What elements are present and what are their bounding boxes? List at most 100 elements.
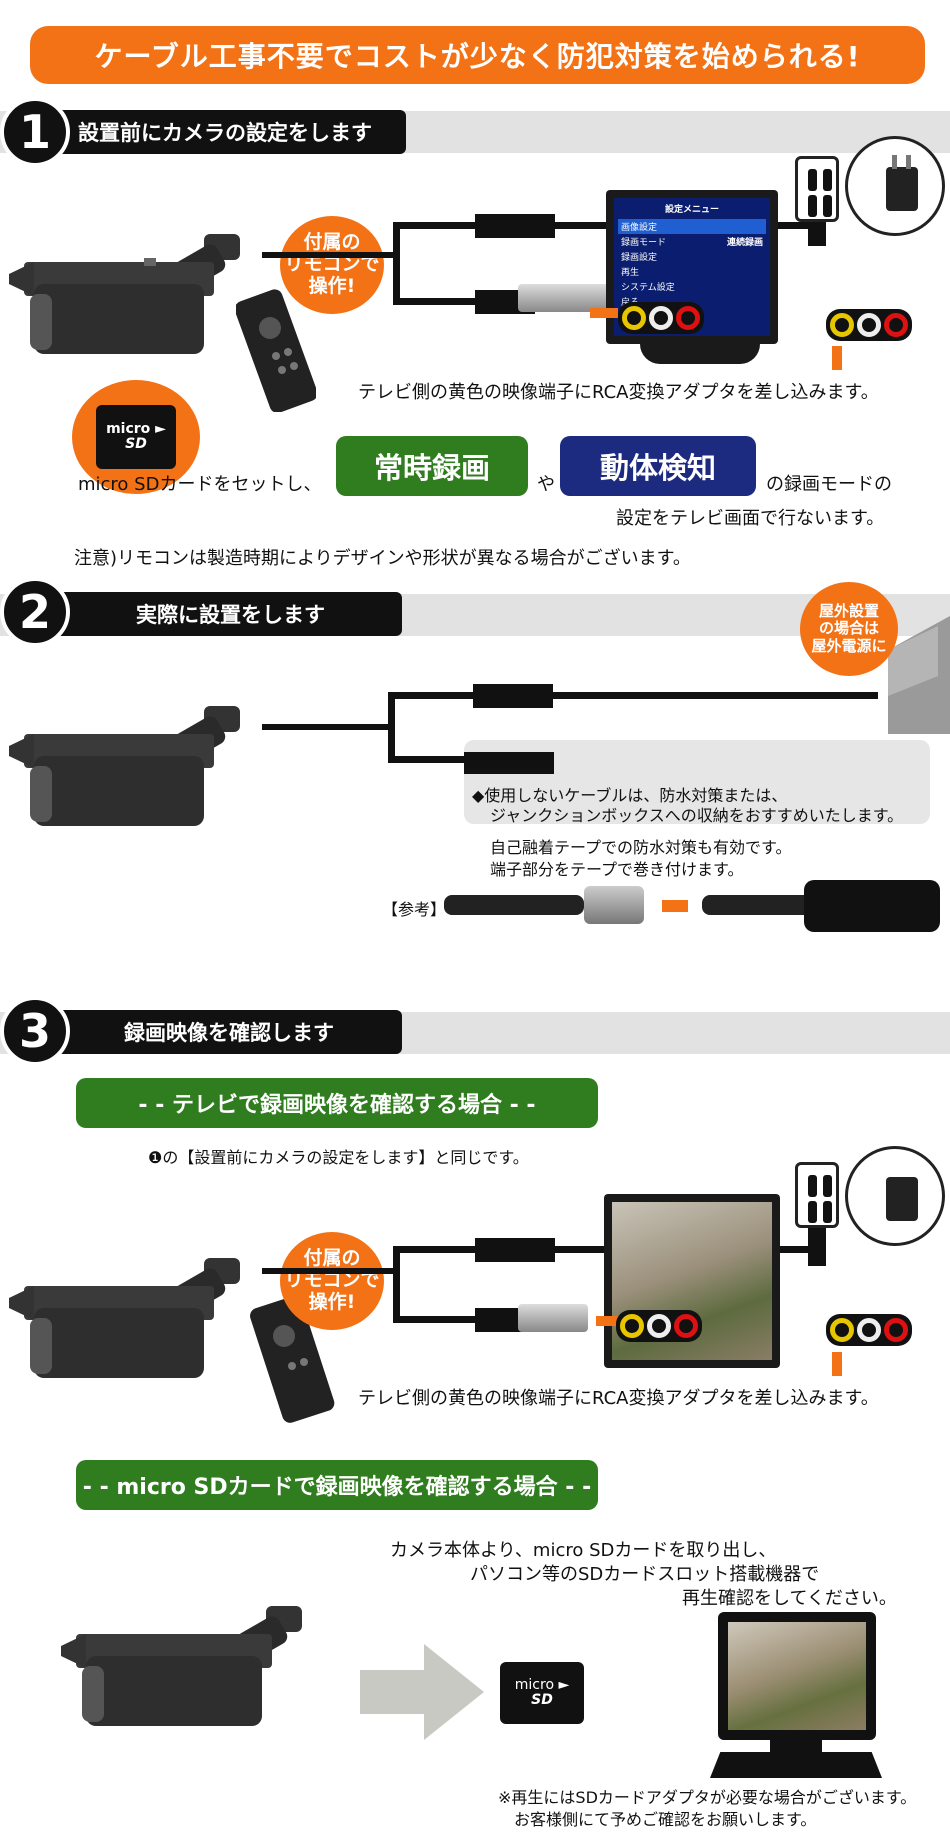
step2-number: 2 xyxy=(0,577,70,647)
bnc-connector xyxy=(584,886,644,924)
outdoor-bubble: 屋外設置の場合は屋外電源に xyxy=(800,582,898,676)
step2-title: 実際に設置をします xyxy=(14,592,402,636)
rca-note: テレビ側の黄色の映像端子にRCA変換アダプタを差し込みます。 xyxy=(358,1388,879,1409)
bubble-line: 付属の xyxy=(303,1247,361,1270)
sd-instruction: パソコン等のSDカードスロット搭載機器で xyxy=(470,1564,820,1585)
step1-title: 設置前にカメラの設定をします xyxy=(14,110,406,154)
camera-image xyxy=(9,1258,240,1378)
micro-sd-card-icon: micro ►SD xyxy=(500,1662,584,1724)
tape-note: 端子部分をテープで巻き付けます。 xyxy=(490,860,744,879)
cable xyxy=(393,298,518,305)
bubble-line: 屋外電源に xyxy=(811,636,887,655)
micro-sd-card-icon: micro ►SD xyxy=(96,405,176,469)
ac-adapter-icon xyxy=(845,136,945,236)
cable xyxy=(393,1246,400,1322)
rca-note: テレビ側の黄色の映像端子にRCA変換アダプタを差し込みます。 xyxy=(358,382,879,403)
camera-image xyxy=(9,706,240,826)
sd-label: SD xyxy=(531,1692,553,1708)
cable-illustration xyxy=(702,895,812,915)
cable xyxy=(262,724,392,730)
tv-stand xyxy=(640,344,760,364)
power-plug xyxy=(808,1220,826,1266)
step3-title-text: 録画映像を確認します xyxy=(124,1021,334,1045)
menu-item: システム設定 xyxy=(621,283,675,293)
rca-jacks-detail xyxy=(826,309,912,341)
menu-item: 録画モード xyxy=(621,238,667,248)
cable xyxy=(758,222,814,229)
pc-screen-footage xyxy=(728,1622,866,1730)
bubble-line: 屋外設置 xyxy=(818,602,879,621)
cable xyxy=(388,756,468,763)
bnc-adapter xyxy=(518,1304,588,1332)
bubble-line: 操作! xyxy=(308,1290,356,1313)
tv-case-header: - - テレビで録画映像を確認する場合 - - xyxy=(76,1078,598,1128)
mode-text: の録画モードの xyxy=(766,474,892,495)
sd-label: micro ► xyxy=(106,420,166,437)
step3-title: 録画映像を確認します xyxy=(14,1010,402,1054)
footnote: ※再生にはSDカードアダプタが必要な場合がございます。 xyxy=(498,1788,917,1807)
cable xyxy=(388,692,395,762)
outdoor-junction-box xyxy=(888,616,950,734)
menu-item: 録画設定 xyxy=(621,253,658,263)
sd-case-header: - - micro SDカードで録画映像を確認する場合 - - xyxy=(76,1460,598,1510)
remote-bubble: 付属のリモコンで操作! xyxy=(280,1232,384,1330)
camera-image xyxy=(61,1606,302,1726)
mode-continuous: 常時録画 xyxy=(336,436,528,496)
camera-image xyxy=(9,234,240,354)
cable-note: ◆使用しないケーブルは、防水対策または、 xyxy=(472,786,788,805)
pc-monitor xyxy=(718,1612,876,1740)
step1-number: 1 xyxy=(0,97,70,167)
rca-jacks xyxy=(618,302,704,334)
bubble-line: リモコンで xyxy=(284,253,380,276)
sd-instruction: カメラ本体より、micro SDカードを取り出し、 xyxy=(390,1540,777,1561)
menu-item: 再生 xyxy=(621,268,640,278)
step2-title-text: 実際に設置をします xyxy=(136,603,325,627)
keyboard-icon xyxy=(710,1752,882,1778)
top-banner: ケーブル工事不要でコストが少なく防犯対策を始められる! xyxy=(30,26,925,84)
arrow-up-icon xyxy=(832,1352,842,1376)
rca-jacks-detail xyxy=(826,1314,912,1346)
tape-note: 自己融着テープでの防水対策も有効です。 xyxy=(490,838,792,857)
mode-sep: や xyxy=(537,474,555,495)
cable-connector xyxy=(473,684,553,708)
arrow-icon xyxy=(590,308,618,318)
rca-jacks xyxy=(616,1310,702,1342)
mode-motion: 動体検知 xyxy=(560,436,756,496)
remote-control-image xyxy=(236,289,316,412)
wall-outlet-icon xyxy=(795,1162,839,1228)
cable xyxy=(388,692,878,699)
cable-connector xyxy=(475,1238,555,1262)
arrow-right-icon xyxy=(360,1644,484,1740)
reference-label: 【参考】 xyxy=(382,900,447,919)
bubble-line: 操作! xyxy=(308,274,356,297)
arrow-icon xyxy=(596,1316,618,1326)
wall-outlet-icon xyxy=(795,156,839,222)
footnote: お客様側にて予めご確認をお願いします。 xyxy=(514,1810,817,1829)
bubble-line: 付属の xyxy=(303,231,361,254)
cable xyxy=(780,1246,826,1253)
remote-control-image xyxy=(250,1296,335,1423)
remote-bubble: 付属のリモコンで操作! xyxy=(280,216,384,314)
taped-connector xyxy=(804,880,940,932)
cable xyxy=(262,1268,397,1274)
cable xyxy=(393,222,400,304)
sd-bubble: micro ►SD xyxy=(72,380,200,494)
step3-number: 3 xyxy=(0,996,70,1066)
step1-title-text: 設置前にカメラの設定をします xyxy=(78,121,372,145)
same-note: ❶の【設置前にカメラの設定をします】と同じです。 xyxy=(148,1148,529,1167)
bubble-line: の場合は xyxy=(818,619,879,638)
bnc-adapter xyxy=(518,284,610,312)
menu-title: 設定メニュー xyxy=(664,205,719,215)
arrow-up-icon xyxy=(832,346,842,370)
mode-text: 設定をテレビ画面で行ないます。 xyxy=(616,508,885,529)
cable xyxy=(393,1316,518,1323)
sd-label: SD xyxy=(125,436,147,452)
cable xyxy=(262,252,397,258)
arrow-icon xyxy=(662,900,688,912)
cable-note: ジャンクションボックスへの収納をおすすめいたします。 xyxy=(490,806,904,825)
sd-instruction: 再生確認をしてください。 xyxy=(682,1588,897,1609)
cable-connector xyxy=(475,214,555,238)
cable-connector xyxy=(464,752,554,774)
sd-text: micro SDカードをセットし、 xyxy=(78,474,322,495)
sd-label: micro ► xyxy=(514,1676,570,1693)
